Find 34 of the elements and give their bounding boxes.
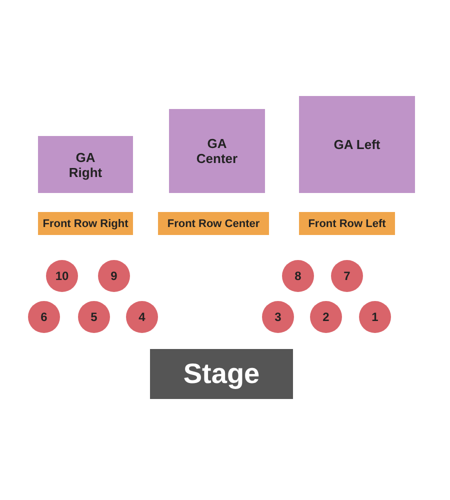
- table-number: 6: [40, 310, 48, 324]
- table-circle: [98, 260, 130, 292]
- table-circle: [46, 260, 78, 292]
- front-row-section: [299, 212, 395, 235]
- table-number: 2: [322, 310, 330, 324]
- table-circle: [310, 301, 342, 333]
- section-label: GA Left: [334, 137, 380, 152]
- table-circle: [78, 301, 110, 333]
- table-number: 3: [274, 310, 282, 324]
- table-number: 4: [138, 310, 146, 324]
- stage: [150, 349, 293, 399]
- table-circle: [359, 301, 391, 333]
- table-circle: [282, 260, 314, 292]
- table-circle: [262, 301, 294, 333]
- section-label: Front Row Right: [42, 218, 128, 230]
- table-number: 8: [294, 269, 302, 283]
- table-number: 9: [110, 269, 118, 283]
- table-number: 1: [372, 310, 378, 324]
- table-circle: [28, 301, 60, 333]
- front-row-section: [158, 212, 269, 235]
- table-circle: [126, 301, 158, 333]
- section-label: Front Row Left: [308, 218, 386, 230]
- seating-section: [299, 96, 415, 193]
- seating-section: [169, 109, 265, 193]
- front-row-section: [38, 212, 133, 235]
- section-label: GA Right: [68, 150, 104, 180]
- table-number: 7: [344, 269, 350, 283]
- table-number: 5: [90, 310, 98, 324]
- section-label: Front Row Center: [167, 218, 260, 230]
- stage-label: Stage: [183, 358, 260, 390]
- table-circle: [331, 260, 363, 292]
- table-number: 10: [55, 269, 69, 283]
- seating-section: [38, 136, 133, 193]
- section-label: GA Center: [195, 136, 239, 166]
